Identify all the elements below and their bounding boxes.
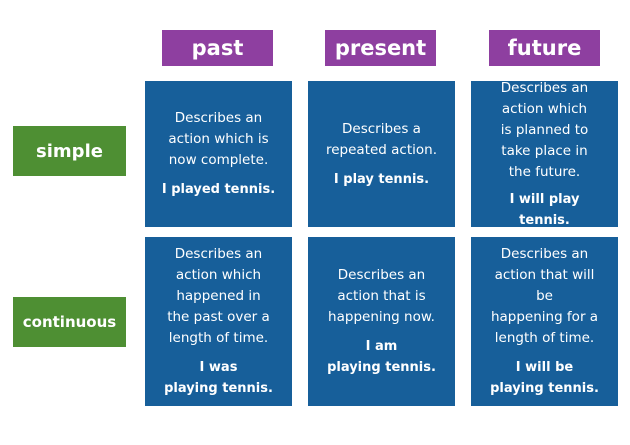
cell-example: I was playing tennis. [164,360,273,396]
cell-description: Describes an action which is now complet… [168,110,269,168]
cell-description: Describes an action that is happening no… [328,267,435,325]
cell-continuous-future: Describes an action that will be happeni… [471,237,618,406]
cell-continuous-present: Describes an action that is happening no… [308,237,455,406]
column-header-future: future [489,30,600,66]
row-header-continuous: continuous [13,297,126,347]
cell-description: Describes an action which happened in th… [167,246,270,346]
cell-example: I will play tennis. [509,191,580,228]
cell-description: Describes an action which is planned to … [500,79,589,180]
column-header-past: past [162,30,273,66]
cell-example: I will be playing tennis. [490,360,599,396]
cell-example: I played tennis. [161,182,276,197]
column-header-present: present [325,30,436,66]
cell-example: I play tennis. [333,171,430,187]
cell-simple-present: Describes a repeated action. I play tenn… [308,81,455,227]
cell-description: Describes an action that will be happeni… [490,246,599,346]
cell-continuous-past: Describes an action which happened in th… [145,237,292,406]
cell-example: I am playing tennis. [327,339,436,375]
row-header-simple: simple [13,126,126,176]
cell-simple-past: Describes an action which is now complet… [145,81,292,227]
cell-simple-future: Describes an action which is planned to … [471,79,618,228]
cell-description: Describes a repeated action. [325,120,437,158]
